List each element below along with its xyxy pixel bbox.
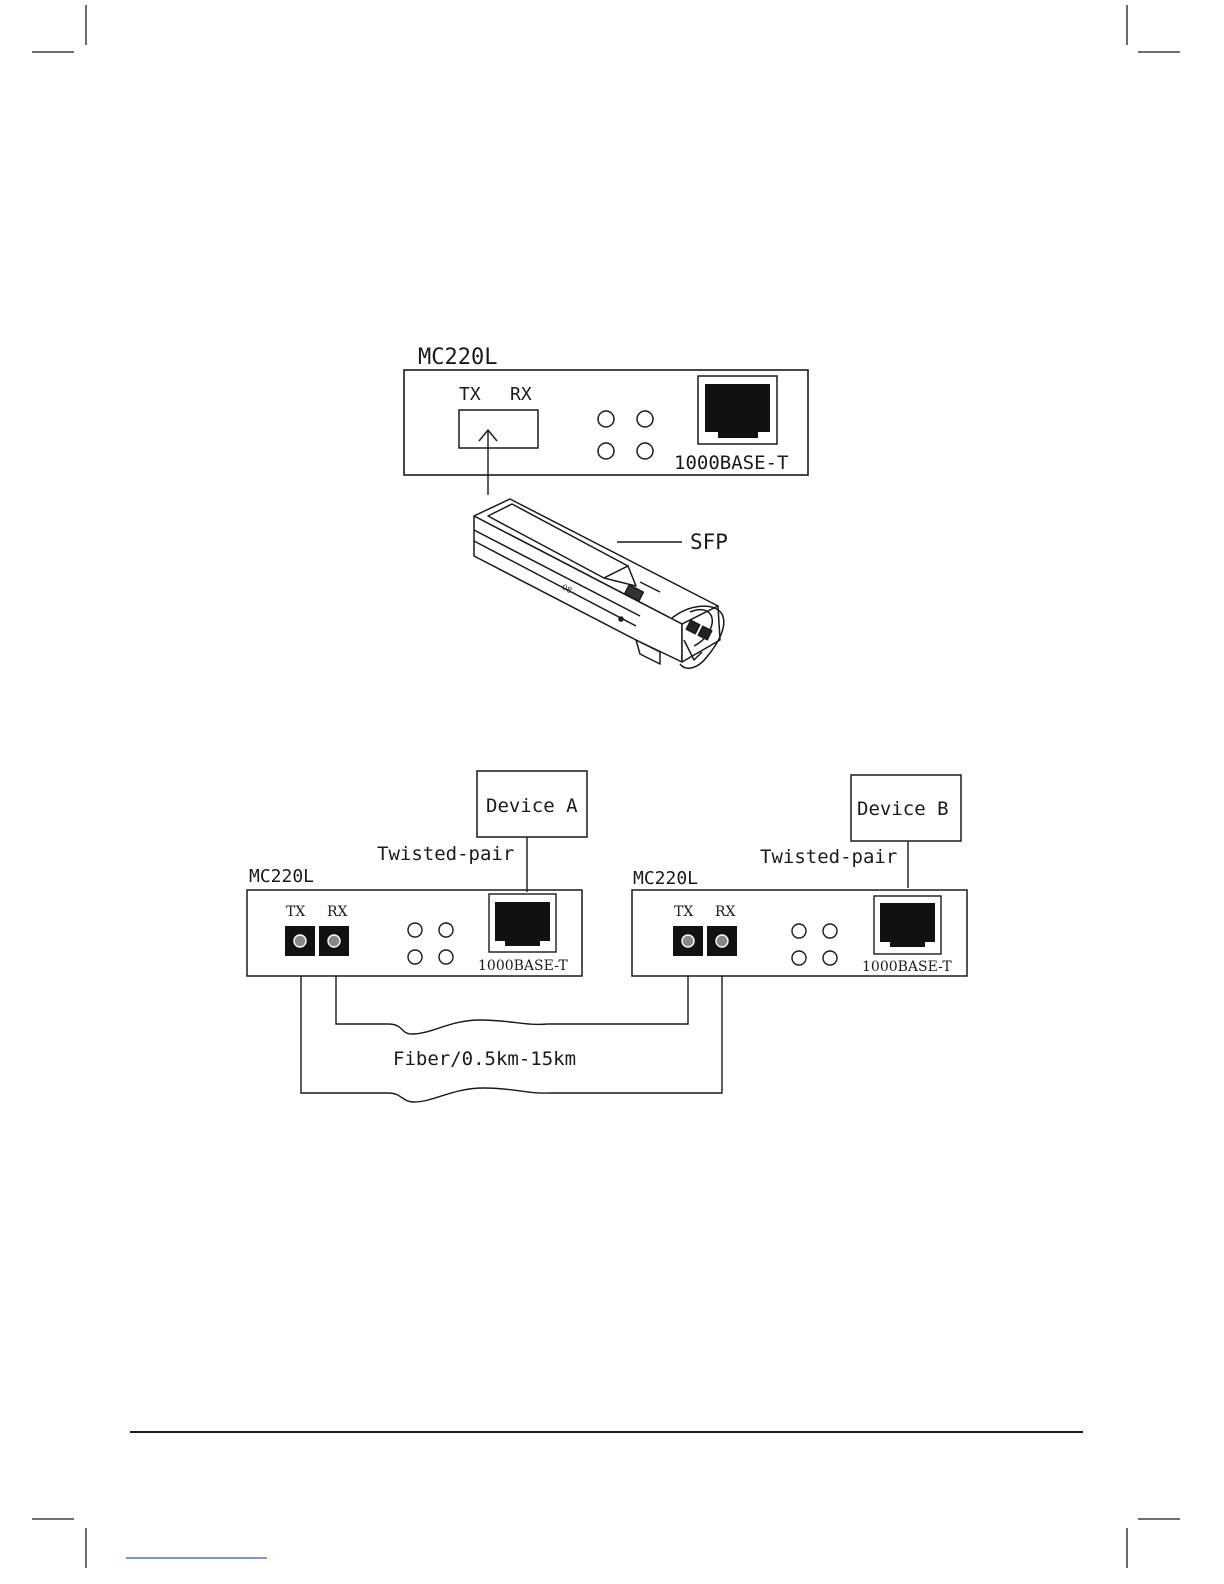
fig1-rj45-port-icon [698, 376, 777, 444]
twisted-pair-label-a: Twisted-pair [377, 843, 514, 865]
device-b-label: Device B [857, 798, 949, 820]
right-rx-label: RX [715, 904, 736, 920]
left-rj45-port-icon [489, 894, 556, 952]
fig1-port-label: 1000BASE-T [674, 452, 788, 474]
left-led-group [408, 923, 453, 964]
fig1-led-icon [637, 443, 653, 459]
fig1-led-icon [598, 443, 614, 459]
fiber-cable-inner [336, 976, 688, 1034]
fig1-rx-label: RX [510, 384, 532, 405]
crop-marks [32, 5, 1180, 1568]
right-port-label: 1000BASE-T [862, 959, 952, 975]
right-model-label: MC220L [633, 868, 698, 889]
left-tx-label: TX [286, 904, 305, 920]
figure-sfp-installation: MC220L TX RX 1000BASE-T [404, 345, 808, 668]
fiber-cables [301, 976, 722, 1102]
fig1-sfp-label: SFP [690, 530, 728, 554]
right-tx-label: TX [674, 904, 693, 920]
right-media-converter: MC220L TX RX 1000BASE-T [632, 868, 967, 976]
fig1-sfp-slot [459, 410, 538, 448]
left-rx-label: RX [327, 904, 348, 920]
left-media-converter: MC220L TX RX 1000BASE-T [247, 866, 582, 976]
left-model-label: MC220L [249, 866, 314, 887]
fig1-led-icon [637, 411, 653, 427]
fig1-tx-label: TX [459, 384, 481, 405]
fig1-led-icon [598, 411, 614, 427]
fig1-insert-arrow-icon [479, 430, 497, 495]
twisted-pair-label-b: Twisted-pair [760, 846, 897, 868]
left-port-label: 1000BASE-T [478, 958, 568, 974]
figure-network-connection: Device A Twisted-pair Device B Twisted-p… [247, 771, 967, 1102]
fig1-led-group [598, 411, 653, 459]
fig1-sfp-module-icon [474, 499, 724, 668]
fiber-label: Fiber/0.5km-15km [393, 1048, 576, 1070]
fiber-cable-outer [301, 976, 722, 1102]
device-a-label: Device A [486, 795, 578, 817]
fig1-model-label: MC220L [418, 345, 497, 370]
right-led-group [792, 924, 837, 965]
right-rj45-port-icon [874, 896, 941, 954]
